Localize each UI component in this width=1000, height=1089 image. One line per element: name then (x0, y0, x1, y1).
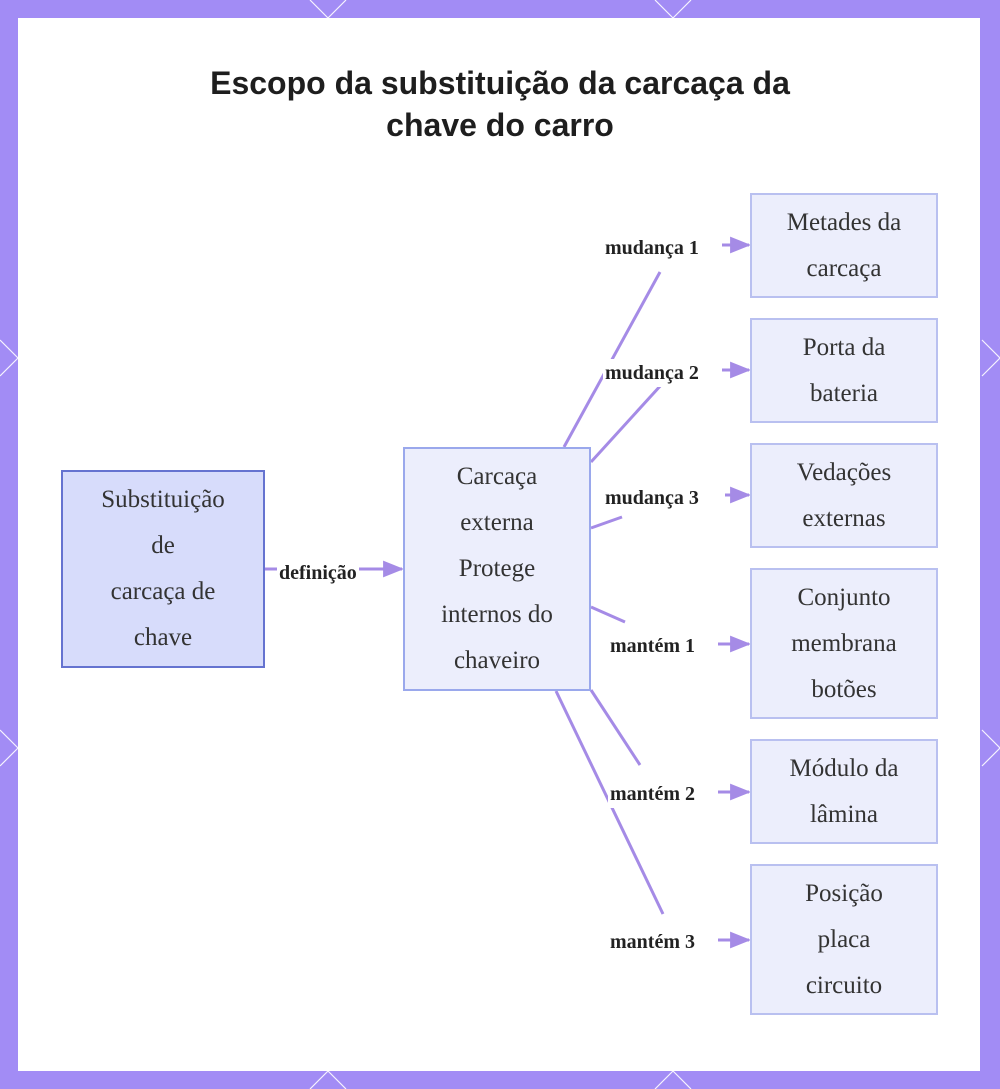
leaf-line: Módulo da (789, 754, 899, 782)
leaf-line: externas (802, 504, 886, 532)
edge-label-mudanca-2: mudança 2 (603, 359, 701, 387)
edge-label-definicao: definição (277, 559, 359, 587)
leaf-node-2: Porta da bateria (750, 318, 938, 423)
hub-line: externa (460, 509, 534, 536)
hub-line: internos do (441, 601, 553, 628)
leaf-line: membrana (791, 629, 897, 657)
leaf-line: Conjunto (797, 583, 891, 611)
hub-line: chaveiro (453, 647, 541, 674)
hub-line: Carcaça (456, 463, 538, 490)
leaf-line: carcaça (806, 254, 882, 282)
edge-label-mudanca-3: mudança 3 (603, 484, 701, 512)
hub-line: Protege (458, 555, 536, 582)
leaf-line: Porta da (802, 333, 886, 361)
edge-label-mantem-2: mantém 2 (608, 780, 697, 808)
leaf-line: placa (817, 925, 871, 953)
title-line-1: Escopo da substituição da carcaça da (210, 65, 790, 101)
page-title: Escopo da substituição da carcaça da cha… (100, 62, 900, 146)
root-node: Substituição de carcaça de chave (61, 470, 265, 668)
leaf-node-1: Metades da carcaça (750, 193, 938, 298)
leaf-line: botões (811, 675, 877, 703)
edge-label-mantem-1: mantém 1 (608, 632, 697, 660)
leaf-line: Metades da (786, 208, 902, 236)
edge-label-mudanca-1: mudança 1 (603, 234, 701, 262)
root-line: carcaça de (110, 578, 216, 605)
edge-hub-leaf-5 (589, 689, 642, 766)
edge-hub-leaf-2 (589, 382, 664, 464)
edge-hub-leaf-4 (590, 605, 626, 624)
root-line: Substituição (101, 486, 225, 513)
leaf-node-5: Módulo da lâmina (750, 739, 938, 844)
leaf-node-3: Vedações externas (750, 443, 938, 548)
edge-label-mantem-3: mantém 3 (608, 928, 697, 956)
leaf-line: Posição (805, 879, 883, 907)
leaf-line: bateria (809, 379, 878, 407)
leaf-node-4: Conjunto membrana botões (750, 568, 938, 719)
leaf-node-6: Posição placa circuito (750, 864, 938, 1015)
root-line: chave (133, 624, 193, 651)
leaf-line: lâmina (809, 800, 879, 828)
title-line-2: chave do carro (386, 107, 614, 143)
edge-hub-leaf-3 (590, 515, 623, 530)
leaf-line: Vedações (796, 458, 892, 486)
hub-node: Carcaça externa Protege internos do chav… (403, 447, 591, 691)
root-line: de (151, 532, 175, 559)
leaf-line: circuito (805, 971, 883, 999)
